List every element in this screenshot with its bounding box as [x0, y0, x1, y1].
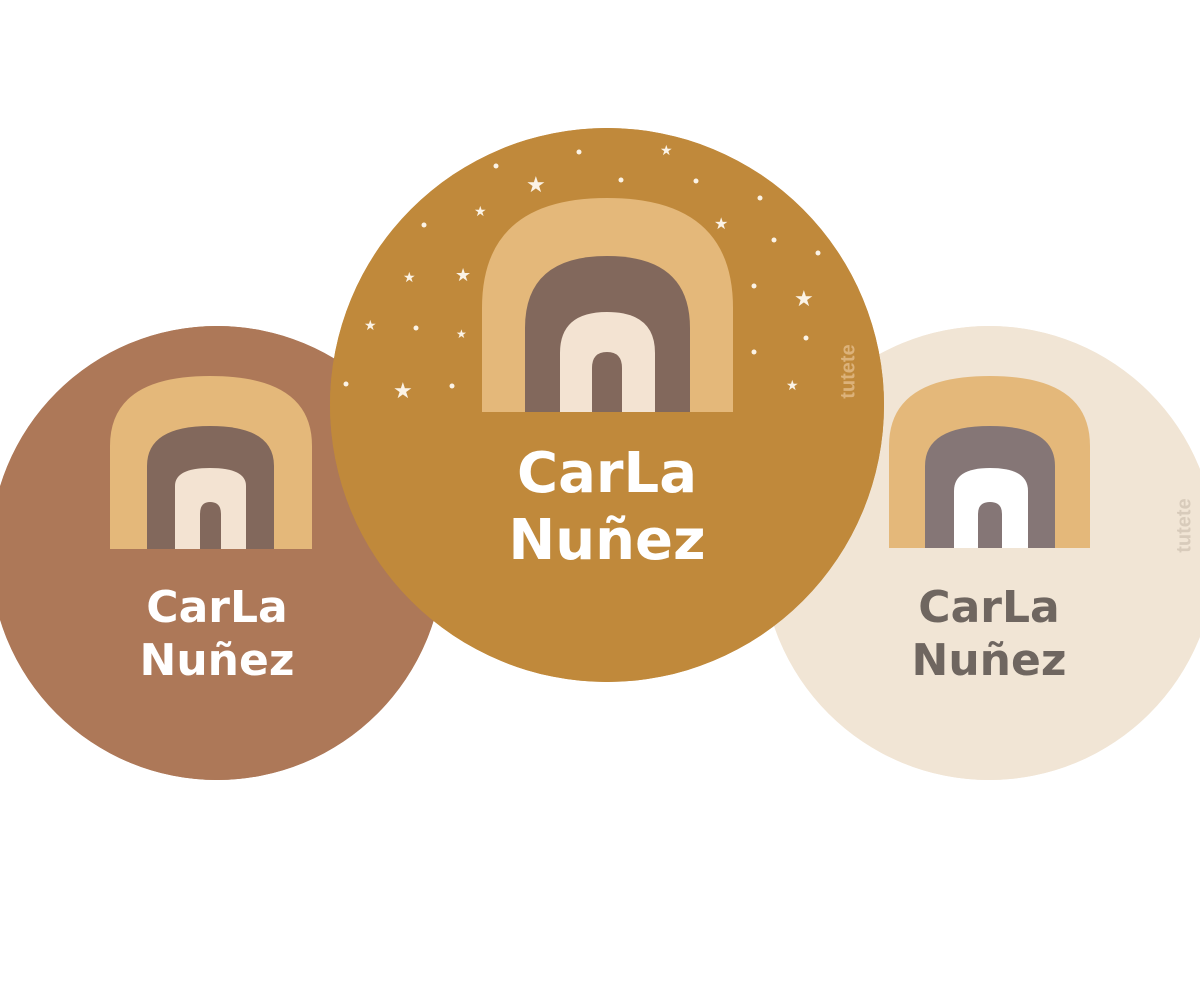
star-glyph: ★	[794, 286, 814, 311]
brand-watermark: tutete	[837, 344, 860, 399]
child-name-label: CarLa Nuñez	[762, 582, 1200, 688]
star-glyph: ★	[474, 205, 487, 220]
star-dot	[815, 250, 821, 256]
star-dot	[803, 335, 809, 341]
star-glyph: ★	[455, 265, 471, 285]
rainbow-icon	[110, 376, 312, 549]
last-name: Nuñez	[139, 634, 295, 686]
sticker-artwork-center: ★ ★ ★ ★ ★ ★ ★ ★ ★ ★ ★	[330, 128, 884, 682]
star-pattern: ★ ★ ★ ★ ★ ★ ★ ★ ★ ★ ★	[343, 144, 821, 403]
star-dot	[693, 178, 699, 184]
star-dot	[751, 283, 757, 289]
last-name: Nuñez	[508, 508, 706, 574]
rainbow-icon	[889, 376, 1090, 548]
star-dot	[493, 163, 499, 169]
first-name: CarLa	[918, 582, 1060, 633]
star-dot	[751, 349, 757, 355]
star-glyph: ★	[660, 144, 673, 159]
brand-watermark: tutete	[1173, 498, 1196, 553]
star-glyph: ★	[393, 378, 413, 403]
first-name: CarLa	[146, 582, 288, 633]
star-dot	[413, 325, 419, 331]
star-dot	[576, 149, 582, 155]
star-dot	[771, 237, 777, 243]
first-name: CarLa	[517, 441, 697, 506]
star-dot	[757, 195, 763, 201]
rainbow-icon	[482, 198, 733, 412]
star-dot	[343, 381, 349, 387]
star-glyph: ★	[364, 319, 377, 334]
child-name-label: CarLa Nuñez	[330, 440, 884, 574]
star-glyph: ★	[526, 172, 546, 197]
star-dot	[618, 177, 624, 183]
name-sticker-ochre: ★ ★ ★ ★ ★ ★ ★ ★ ★ ★ ★ CarLa Nuñez tutete	[330, 128, 884, 682]
star-glyph: ★	[456, 327, 467, 341]
star-glyph: ★	[403, 271, 416, 286]
star-glyph: ★	[786, 379, 799, 394]
star-dot	[449, 383, 455, 389]
star-glyph: ★	[714, 216, 728, 233]
child-name-label: CarLa Nuñez	[0, 582, 444, 688]
last-name: Nuñez	[911, 634, 1067, 686]
star-dot	[421, 222, 427, 228]
